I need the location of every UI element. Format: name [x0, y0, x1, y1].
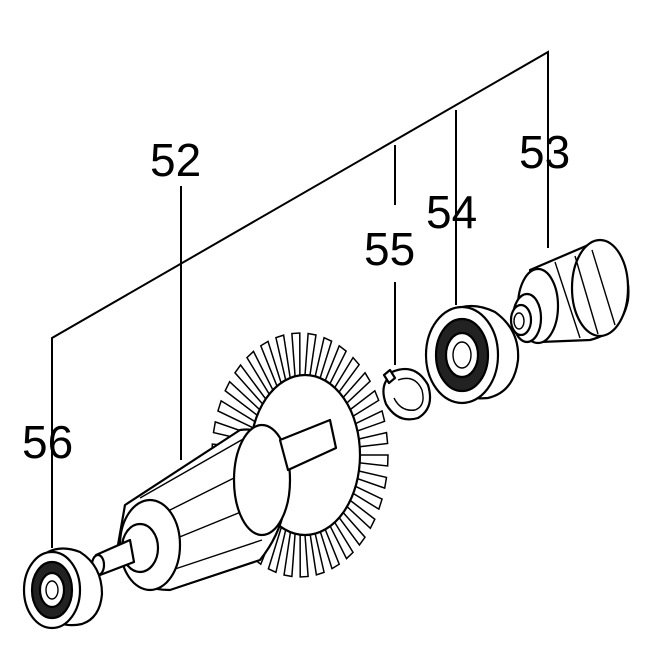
callout-56: 56: [22, 416, 73, 468]
part-54-bearing: [424, 304, 520, 405]
fan-blade: [291, 332, 301, 382]
part-52-armature: [90, 332, 389, 592]
fan-blade: [299, 528, 309, 578]
callout-55: 55: [364, 223, 415, 275]
part-55-retaining-ring: [382, 367, 432, 421]
leader-lines: [51, 50, 549, 548]
part-53-bushing: [509, 238, 630, 345]
group-bracket-line: [51, 50, 549, 548]
callout-53: 53: [519, 126, 570, 178]
fan-blade: [283, 527, 297, 578]
callout-labels: 52 53 54 55 56: [22, 126, 570, 468]
callout-52: 52: [150, 134, 201, 186]
callout-54: 54: [426, 186, 477, 238]
part-56-bearing: [22, 547, 104, 630]
